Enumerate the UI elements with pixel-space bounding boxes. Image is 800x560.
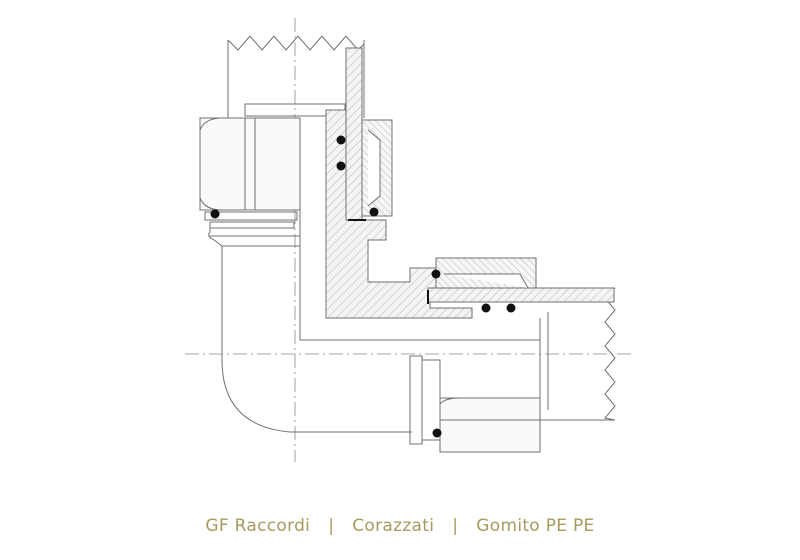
- o-ring-right-3: [506, 303, 516, 313]
- caption-separator-1: |: [328, 516, 335, 536]
- o-ring-right-2: [481, 303, 491, 313]
- caption-product: Gomito PE PE: [476, 516, 595, 536]
- lower-union-nut: [409, 312, 549, 453]
- o-rings: [210, 135, 516, 438]
- o-ring-upper-1: [336, 135, 346, 145]
- upper-grip-ring: [348, 119, 393, 221]
- o-ring-upper-3: [369, 207, 379, 217]
- caption-category: Corazzati: [352, 516, 435, 536]
- elbow-core-section: [325, 109, 473, 319]
- o-ring-upper-2: [336, 161, 346, 171]
- fitting-cross-section-diagram: [185, 18, 632, 462]
- o-ring-nut-top: [210, 209, 220, 219]
- elbow-inner-lines: [299, 110, 540, 341]
- vertical-pipe-wall-section: [345, 47, 363, 221]
- o-ring-right-1: [431, 269, 441, 279]
- elbow-body-outline: [208, 228, 412, 433]
- upper-union-nut: [199, 103, 346, 229]
- horizontal-pipe-wall-section: [427, 287, 615, 303]
- caption-brand: GF Raccordi: [205, 516, 311, 536]
- caption-separator-2: |: [452, 516, 459, 536]
- vertical-pipe: [227, 35, 365, 118]
- lower-grip-ring: [427, 257, 537, 304]
- o-ring-nut-bottom: [432, 428, 442, 438]
- caption-bar: GF Raccordi | Corazzati | Gomito PE PE: [0, 508, 800, 544]
